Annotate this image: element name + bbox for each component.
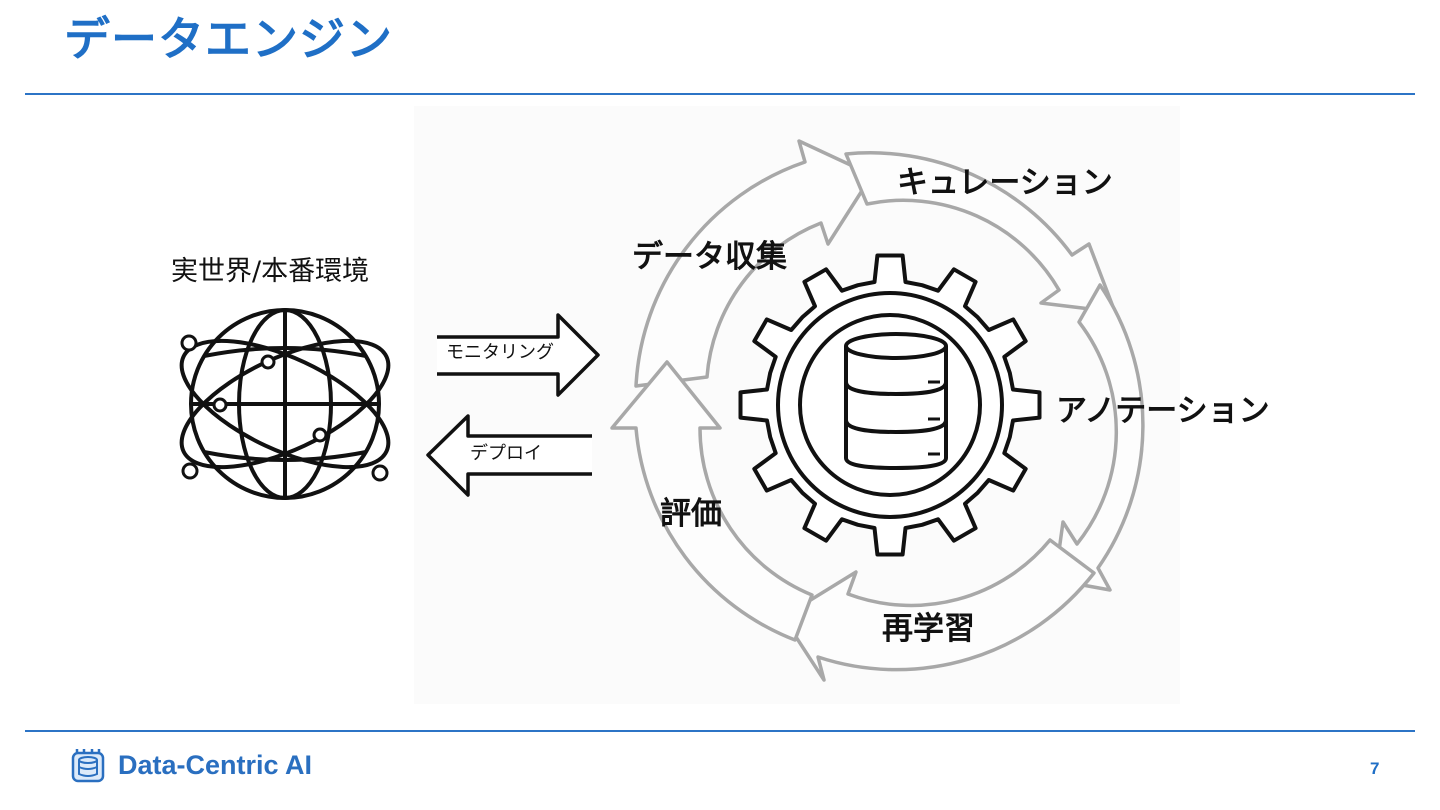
footer-brand: Data-Centric AI — [118, 750, 313, 780]
deploy-label: デプロイ — [470, 443, 542, 464]
step-label-evaluation: 評価 — [660, 496, 722, 532]
globe-network-icon — [179, 308, 391, 500]
cycle-arrow-retrain — [781, 538, 1096, 682]
deploy-arrow — [426, 414, 592, 497]
footer-divider — [25, 730, 1415, 732]
cycle-ring — [610, 139, 1145, 682]
data-centric-ai-logo-icon — [71, 749, 105, 783]
monitoring-arrow — [437, 313, 600, 397]
step-label-retrain: 再学習 — [882, 611, 975, 647]
step-label-annotation: アノテーション — [1056, 393, 1270, 429]
title-divider — [25, 93, 1415, 95]
step-label-collection: データ収集 — [632, 239, 787, 275]
step-label-curation: キュレーション — [897, 165, 1113, 201]
gear-database-icon — [738, 253, 1042, 557]
cycle-arrow-evaluation — [610, 360, 814, 642]
globe-node-icon — [180, 334, 389, 482]
cycle-arrow-curation — [844, 151, 1117, 314]
monitoring-label: モニタリング — [446, 342, 554, 363]
cycle-arrow-collection — [634, 139, 874, 388]
page-number: 7 — [1370, 759, 1380, 778]
slide-title: データエンジン — [64, 12, 393, 66]
cycle-arrow-annotation — [1053, 283, 1145, 592]
world-label: 実世界/本番環境 — [171, 256, 370, 287]
